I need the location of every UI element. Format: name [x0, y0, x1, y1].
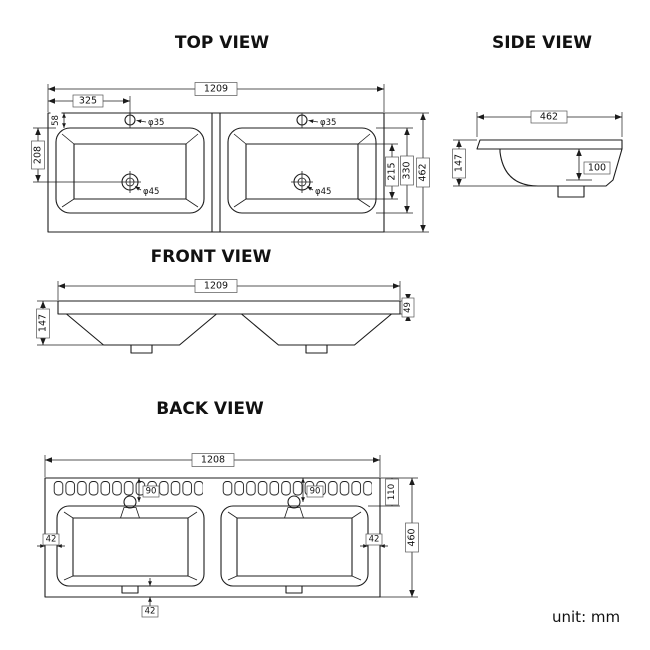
side-view: 462 147 100 — [452, 110, 623, 198]
dim-top-overall-width: 1209 — [47, 82, 385, 112]
dim-back-faucet-drop-right: 90 — [301, 478, 324, 502]
drain-hole-right: φ45 — [291, 171, 331, 197]
back-drain-stub-left — [121, 585, 139, 594]
top-basin-right — [227, 127, 377, 214]
back-overflow-ribs-right — [222, 481, 372, 496]
dim-back-width: 1208 — [44, 453, 381, 477]
dim-label: 42 — [46, 535, 57, 545]
back-basin-left — [56, 495, 205, 594]
dim-side-height: 147 — [452, 139, 536, 187]
back-faucet-hole-right — [287, 495, 301, 509]
drain-dia-label: φ45 — [143, 187, 159, 197]
top-basin-left — [55, 127, 205, 214]
top-outer-rect — [47, 112, 385, 233]
title-front-view: FRONT VIEW — [151, 247, 272, 267]
dim-label: 90 — [310, 487, 321, 497]
dim-label: 325 — [79, 96, 97, 107]
dim-label: 462 — [540, 112, 558, 123]
title-side-view: SIDE VIEW — [492, 33, 592, 53]
back-faucet-hole-left — [123, 495, 137, 509]
back-overflow-ribs-left — [53, 481, 203, 496]
dim-label: 90 — [146, 487, 157, 497]
dim-label: 330 — [402, 161, 413, 179]
dim-top-faucet-offset: 325 — [48, 94, 131, 114]
dim-top-basin-inner: 215 — [358, 143, 399, 200]
faucet-hole-right: φ35 — [296, 112, 336, 128]
dim-label: 42 — [369, 535, 380, 545]
back-drain-stub-right — [285, 585, 303, 594]
front-basin-right — [241, 313, 392, 354]
dim-top-overall-depth: 462 — [384, 112, 430, 233]
dim-top-rim-to-drain: 208 — [31, 127, 141, 183]
title-top-view: TOP VIEW — [175, 33, 270, 53]
dim-back-faucet-drop-left: 90 — [137, 478, 160, 502]
drain-hole-left: φ45 — [121, 171, 159, 197]
dim-top-back-rim: 58 — [50, 112, 66, 129]
dim-front-rim-thickness: 49 — [400, 293, 415, 322]
dim-front-width: 1209 — [57, 279, 401, 300]
dim-back-edge-gap-bottom: 42 — [141, 578, 159, 618]
dim-label: 460 — [407, 528, 418, 546]
front-counter-slab — [57, 300, 401, 315]
faucet-dia-label: φ35 — [320, 118, 336, 128]
dim-side-depth: 462 — [476, 110, 623, 137]
dim-label: 147 — [454, 154, 465, 172]
dim-side-bowl-depth: 100 — [566, 149, 611, 181]
faucet-hole-left: φ35 — [124, 112, 164, 128]
dim-label: 1208 — [201, 455, 225, 466]
drain-dia-label: φ45 — [315, 187, 331, 197]
unit-note: unit: mm — [552, 608, 620, 626]
front-basin-left — [66, 313, 217, 354]
dim-label: 1209 — [204, 84, 228, 95]
dim-label: 147 — [38, 314, 49, 332]
dim-back-edge-gap-left: 42 — [37, 533, 65, 548]
dim-label: 42 — [145, 607, 156, 617]
dim-back-top-offset: 110 — [368, 478, 400, 507]
dim-top-basin-outer: 330 — [376, 127, 414, 214]
front-view: 1209 49 147 — [36, 279, 415, 354]
dim-front-height: 147 — [36, 300, 103, 346]
side-profile — [476, 139, 623, 187]
dim-label: 462 — [418, 163, 429, 181]
dim-back-height: 460 — [380, 477, 419, 598]
back-view: 1208 90 90 110 460 — [37, 453, 419, 618]
faucet-dia-label: φ35 — [148, 118, 164, 128]
top-view: φ35 φ35 φ45 φ45 — [31, 82, 430, 233]
dim-label: 215 — [387, 162, 398, 180]
dim-back-edge-gap-right: 42 — [360, 533, 388, 548]
dim-label: 1209 — [204, 281, 228, 292]
dim-label: 110 — [387, 484, 397, 500]
title-back-view: BACK VIEW — [156, 399, 264, 419]
back-basin-right — [220, 495, 369, 594]
dim-label: 49 — [403, 302, 413, 313]
side-drain-stub — [557, 185, 585, 198]
dim-label: 58 — [51, 115, 61, 126]
dim-label: 100 — [588, 163, 606, 174]
dim-label: 208 — [33, 146, 44, 164]
